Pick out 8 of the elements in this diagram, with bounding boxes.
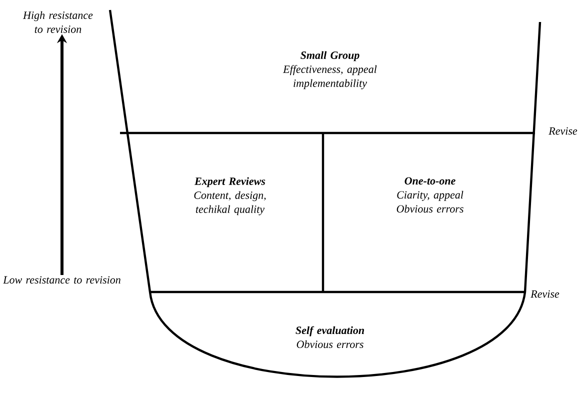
stage-label: Self evaluation Obvious errors <box>296 326 364 348</box>
axis-end-label: Low resistance to revision <box>3 276 120 284</box>
axis-end-label: High resistance to revision <box>22 11 93 33</box>
stage-label: Small Group Effectiveness, appeal implementability <box>283 51 377 90</box>
stage-label: One-to-one Ciarity, appeal Obvious errors <box>396 177 464 213</box>
stage-label: Expert Reviews Content, design, techikal quality <box>194 177 266 216</box>
revise-label: Revise <box>530 290 560 298</box>
revise-label: Revise <box>548 127 578 135</box>
